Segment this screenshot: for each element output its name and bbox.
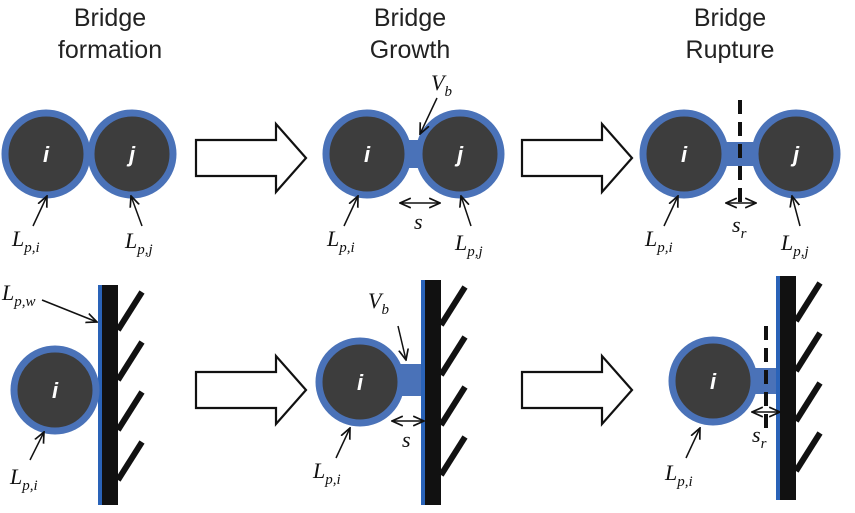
lpw-arrow — [41, 299, 97, 322]
particle-j-label: j — [126, 142, 136, 167]
lpi-arrow — [663, 196, 678, 227]
lpi-label: Lp,i — [312, 458, 341, 488]
particle-i-label: i — [364, 142, 371, 167]
lpi-label: Lp,i — [644, 226, 673, 256]
particle-i — [322, 109, 412, 199]
formation-pair: i j — [1, 109, 177, 199]
process-arrow-3 — [194, 353, 308, 427]
particle-i-label: i — [43, 142, 50, 167]
vb-arrow — [420, 97, 438, 134]
process-arrow-4 — [520, 353, 634, 427]
lpi-arrow — [29, 432, 44, 461]
particle-i — [10, 345, 100, 435]
lpj-label: Lp,j — [454, 230, 483, 260]
lpi-label: Lp,i — [664, 460, 693, 490]
vb-label: Vb — [431, 70, 452, 100]
lpi-arrow — [335, 428, 350, 459]
particle-i — [668, 336, 758, 426]
rupture-pair: i j — [639, 109, 841, 199]
particle-i — [315, 337, 405, 427]
process-arrow-1 — [194, 121, 308, 195]
lpj-arrow — [792, 196, 801, 227]
particle-j-label: j — [790, 142, 800, 167]
lpj-arrow — [131, 196, 143, 227]
wall-1 — [98, 285, 145, 505]
lpj-arrow — [461, 196, 472, 227]
particle-i-label: i — [681, 142, 688, 167]
s-label: s — [414, 209, 423, 234]
title-bridge-formation: Bridge formation — [57, 4, 163, 64]
s-label: s — [402, 427, 411, 452]
particle-i-label: i — [710, 369, 717, 394]
wall-2 — [421, 280, 468, 505]
lpi-arrow — [32, 196, 47, 227]
title-bridge-growth: Bridge Growth — [369, 4, 451, 64]
lpi-label: Lp,i — [9, 464, 38, 494]
lpj-label: Lp,j — [780, 230, 809, 260]
lpi-label: Lp,i — [326, 226, 355, 256]
sr-label: sr — [752, 422, 767, 452]
particle-i — [639, 109, 729, 199]
process-arrow-2 — [520, 121, 634, 195]
particle-i-label: i — [52, 378, 59, 403]
particle-j-label: j — [454, 142, 464, 167]
lpj-label: Lp,j — [124, 228, 153, 258]
growth-pair: i j — [322, 109, 505, 199]
wall-3 — [776, 276, 823, 500]
vb-arrow — [397, 325, 406, 360]
lpi-arrow — [685, 428, 700, 459]
lpi-arrow — [343, 196, 358, 227]
particle-i-label: i — [357, 370, 364, 395]
sr-label: sr — [732, 212, 747, 242]
vb-label: Vb — [368, 288, 389, 318]
lpw-label: Lp,w — [1, 280, 36, 310]
title-bridge-rupture: Bridge Rupture — [685, 4, 775, 64]
lpi-label: Lp,i — [11, 226, 40, 256]
